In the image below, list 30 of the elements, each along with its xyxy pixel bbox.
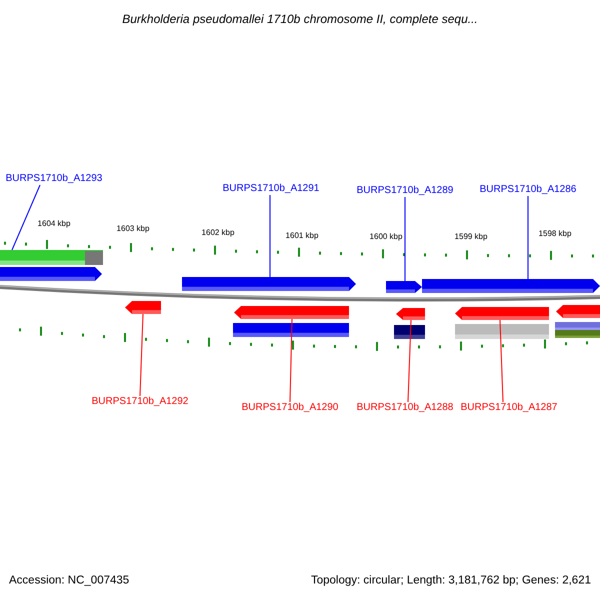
- scale-label: 1599 kbp: [454, 233, 488, 241]
- summary-text: Topology: circular; Length: 3,181,762 bp; Genes: 2,621: [310, 575, 591, 587]
- gene-feature: [125, 301, 161, 314]
- leader-line: [140, 314, 144, 396]
- gene-feature: [0, 250, 103, 265]
- gene-label: BURPS1710b_A1287: [460, 403, 558, 413]
- leader-line: [500, 320, 504, 402]
- gene-feature: [234, 306, 349, 319]
- gene-feature: [396, 308, 425, 320]
- scale-label: 1602 kbp: [202, 229, 234, 237]
- gene-label: BURPS1710b_A1289: [356, 186, 454, 196]
- gene-label: BURPS1710b_A1288: [356, 403, 454, 413]
- scale-label: 1601 kbp: [286, 232, 318, 240]
- title: Burkholderia pseudomallei 1710b chromosome II, complete sequ...: [122, 13, 478, 25]
- leader-line: [290, 318, 292, 402]
- gene-label: BURPS1710b_A1291: [222, 184, 320, 194]
- accession-text: Accession: NC_007435: [9, 575, 130, 587]
- scale-label: 1604 kbp: [38, 220, 70, 228]
- scale-label: 1600 kbp: [370, 233, 402, 241]
- scale-label: 1598 kbp: [538, 230, 572, 238]
- gene-label: BURPS1710b_A1286: [480, 185, 576, 195]
- gene-feature: [182, 277, 356, 291]
- gene-label: BURPS1710b_A1293: [6, 174, 102, 184]
- gene-label: BURPS1710b_A1290: [242, 403, 338, 413]
- gene-feature: [455, 307, 549, 320]
- leader-line: [404, 196, 406, 282]
- gene-feature: [386, 281, 422, 293]
- scale-label: 1603 kbp: [116, 225, 150, 233]
- gene-label: BURPS1710b_A1292: [92, 397, 188, 407]
- leader-line: [408, 320, 412, 402]
